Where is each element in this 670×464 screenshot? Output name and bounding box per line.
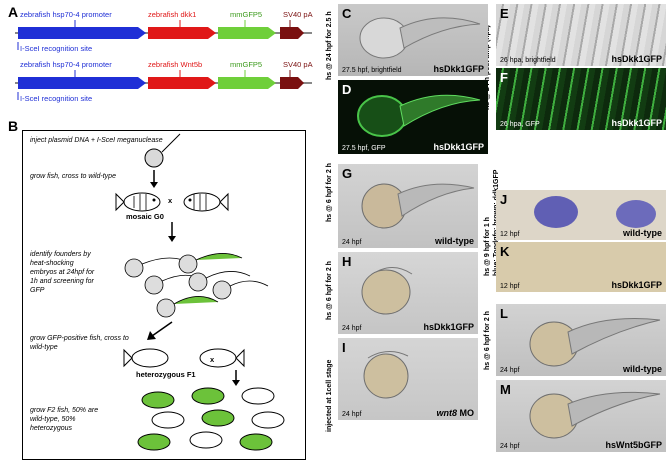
panel-g-name: wild-type — [434, 236, 474, 246]
step-grow: grow fish, cross to wild-type — [30, 173, 116, 180]
panel-i: I 24 hpf wnt8 MO — [338, 338, 478, 420]
panel-i-suffix: MO — [457, 408, 475, 418]
panel-b-label: B — [8, 118, 19, 134]
construct-diagrams — [15, 20, 312, 100]
panel-f: F 26 hpa, GFP hsDkk1GFP — [496, 68, 666, 130]
panel-e-caption: 26 hpa, brightfield — [500, 57, 556, 64]
panel-d-letter: D — [342, 82, 352, 97]
cross-symbol-1: x — [168, 196, 173, 205]
step-identify: identify founders by heat-shocking embry… — [30, 251, 95, 294]
panel-h-name: hsDkk1GFP — [423, 322, 474, 332]
panel-f-letter: F — [500, 70, 508, 85]
c1-polya-label: SV40 pA — [283, 10, 313, 19]
panel-m-caption: 24 hpf — [500, 443, 520, 450]
c2-site-label: I-SceI recognition site — [20, 94, 93, 103]
panel-d-caption: 27.5 hpf, GFP — [342, 145, 386, 152]
c1-reporter-label: mmGFP5 — [230, 10, 263, 19]
c2-polya-label: SV40 pA — [283, 60, 313, 69]
label-lm-treatment: hs @ 6 hpf for 2 h — [484, 311, 491, 370]
panel-j-caption: 12 hpf — [500, 231, 520, 238]
step-inject: inject plasmid DNA + I-SceI meganuclease — [30, 137, 163, 144]
panel-l-letter: L — [500, 306, 508, 321]
panel-m: M 24 hpf hsWnt5bGFP — [496, 380, 666, 452]
panel-d: D 27.5 hpf, GFP hsDkk1GFP — [338, 80, 488, 154]
c2-reporter-label: mmGFP5 — [230, 60, 263, 69]
panel-i-letter: I — [342, 340, 346, 355]
step-f2: grow F2 fish, 50% are wild-type, 50% het… — [30, 407, 99, 432]
panel-m-letter: M — [500, 382, 511, 397]
label-h-treatment: hs @ 6 hpf for 2 h — [326, 261, 333, 320]
step-grow-gfp: grow GFP-positive fish, cross to wild-ty… — [30, 335, 129, 351]
panel-k-caption: 12 hpf — [500, 283, 520, 290]
c1-site-label: I-SceI recognition site — [20, 44, 93, 53]
label-hetero-f1: heterozygous F1 — [136, 370, 196, 379]
panel-g: G 24 hpf wild-type — [338, 164, 478, 248]
panel-m-name: hsWnt5bGFP — [605, 440, 663, 450]
label-mosaic-g0: mosaic G0 — [126, 212, 164, 221]
panel-k-letter: K — [500, 244, 510, 259]
panel-k-name: hsDkk1GFP — [611, 280, 662, 290]
panel-a-label: A — [8, 4, 19, 20]
panel-d-name: hsDkk1GFP — [433, 142, 484, 152]
panel-e: E 26 hpa, brightfield hsDkk1GFP — [496, 4, 666, 66]
label-cd-treatment: hs @ 24 hpf for 2.5 h — [326, 11, 333, 80]
panel-e-letter: E — [500, 6, 509, 21]
panel-j-letter: J — [500, 192, 508, 207]
panel-f-caption: 26 hpa, GFP — [500, 121, 540, 128]
panel-i-gene: wnt8 — [436, 408, 457, 418]
c1-gene-label: zebrafish dkk1 — [148, 10, 197, 19]
panel-l-name: wild-type — [622, 364, 662, 374]
c1-promoter-label: zebrafish hsp70-4 promoter — [20, 10, 112, 19]
panel-e-name: hsDkk1GFP — [611, 54, 662, 64]
panel-l: L 24 hpf wild-type — [496, 304, 666, 376]
protocol-illustration — [115, 133, 285, 451]
panel-i-caption: 24 hpf — [342, 411, 362, 418]
panel-g-caption: 24 hpf — [342, 239, 362, 246]
panel-c: C 27.5 hpf, brightfield hsDkk1GFP — [338, 4, 488, 76]
protocol-box — [22, 130, 306, 460]
panel-l-caption: 24 hpf — [500, 367, 520, 374]
label-g-treatment: hs @ 6 hpf for 2 h — [326, 163, 333, 222]
panel-j-name: wild-type — [622, 228, 662, 238]
panel-c-letter: C — [342, 6, 352, 21]
panel-f-name: hsDkk1GFP — [611, 118, 662, 128]
panel-k: K 12 hpf hsDkk1GFP — [496, 242, 666, 292]
panel-h: H 24 hpf hsDkk1GFP — [338, 252, 478, 334]
c2-gene-label: zebrafish Wnt5b — [148, 60, 203, 69]
panel-c-caption: 27.5 hpf, brightfield — [342, 67, 402, 74]
cross-symbol-2: x — [210, 355, 215, 364]
panel-c-name: hsDkk1GFP — [433, 64, 484, 74]
c2-promoter-label: zebrafish hsp70-4 promoter — [20, 60, 112, 69]
panel-g-letter: G — [342, 166, 353, 181]
panel-j: J 12 hpf wild-type — [496, 190, 666, 240]
panel-i-name: wnt8 MO — [436, 408, 474, 418]
label-jk-treatment: hs @ 9 hpf for 1 h — [484, 217, 491, 276]
label-i-treatment: injected at 1cell stage — [326, 359, 333, 432]
panel-h-caption: 24 hpf — [342, 325, 362, 332]
panel-h-letter: H — [342, 254, 352, 269]
